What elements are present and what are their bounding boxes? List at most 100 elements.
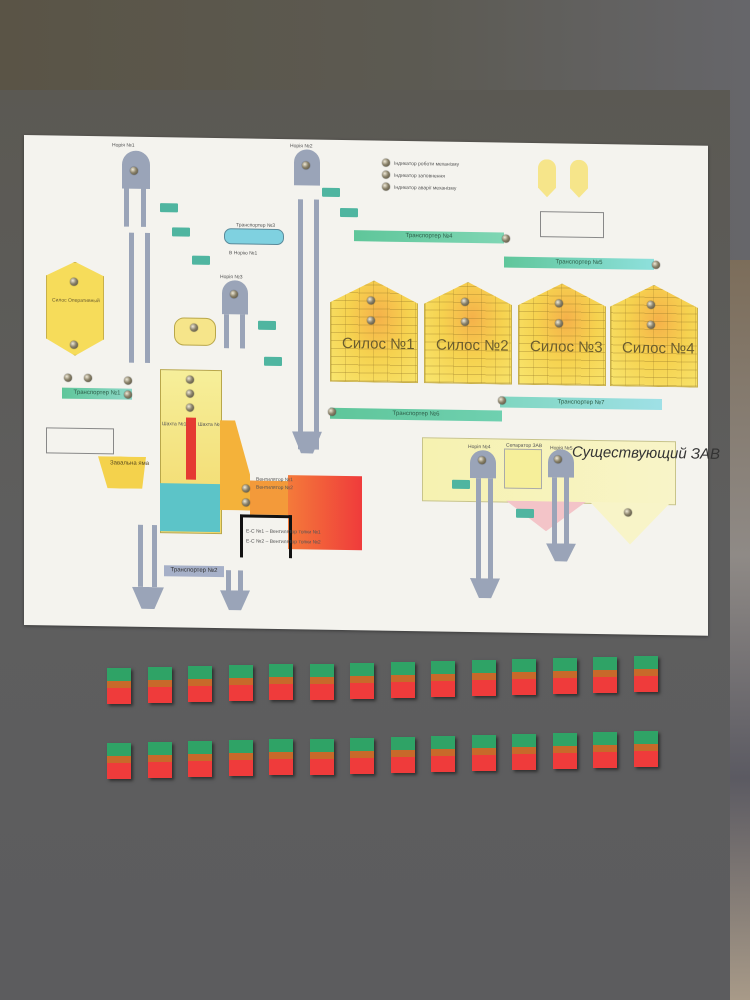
elevator-2-shaft [314,199,319,450]
indicator-block-r1-8[interactable] [390,661,415,698]
gate-lamp[interactable] [64,373,72,382]
silo-1-level-lamp[interactable] [367,316,375,325]
run-light [269,664,293,678]
conveyor-5-lamp[interactable] [652,260,660,269]
valve-3[interactable] [192,255,210,265]
elevator-boot [132,587,164,610]
fan-1-lamp[interactable] [242,484,250,493]
conveyor-1[interactable]: Транспортер №1 [62,387,132,400]
silo-4-level-lamp[interactable] [647,320,655,329]
dryer-level-lamp[interactable] [186,375,194,384]
dryer-level-lamp[interactable] [186,403,194,412]
fault-light [188,686,212,703]
indicator-block-r2-5[interactable] [269,739,293,776]
silo-1-lamp[interactable] [367,296,375,305]
conveyor-4[interactable]: Транспортер №4 [354,230,504,244]
warning-light [512,747,536,754]
dryer-level-lamp[interactable] [186,389,194,398]
conveyor-5[interactable]: Транспортер №5 [504,256,654,270]
separator-lamp[interactable] [190,323,198,332]
indicator-block-r2-4[interactable] [228,740,253,777]
warning-light [350,750,374,758]
run-light [309,738,334,752]
indicator-block-r1-9[interactable] [431,660,455,697]
indicator-block-r1-2[interactable] [147,667,172,704]
elevator-4-lamp[interactable] [478,456,486,465]
indicator-block-r1-14[interactable] [633,656,658,693]
run-light [593,657,617,671]
conveyor-1-lamp[interactable] [124,390,132,399]
run-light [593,732,617,746]
silo-3-level-lamp[interactable] [555,319,563,328]
fault-light [269,759,293,776]
valve-2[interactable] [172,227,190,237]
legend-lamp-run [382,158,390,167]
indicator-block-r2-1[interactable] [107,743,131,779]
indicator-block-r1-12[interactable] [552,658,577,695]
indicator-block-r2-3[interactable] [188,741,212,778]
valve-5[interactable] [264,356,282,367]
warning-light [350,675,374,683]
elevator-3-lamp[interactable] [230,290,238,299]
silo-3-lamp[interactable] [555,299,563,308]
mimic-diagram: Індикатор роботи механізму Індикатор зап… [24,135,720,636]
elevator-2-lamp[interactable] [302,161,310,170]
background-wall [728,260,750,1000]
fan-2-lamp[interactable] [242,498,250,507]
indicator-block-r2-13[interactable] [593,732,617,769]
silo-4-lamp[interactable] [647,300,655,309]
zav-valve[interactable] [516,508,534,519]
silo-3 [518,283,606,386]
run-light [471,659,496,673]
conveyor-6-lamp[interactable] [328,407,336,416]
elevator-1-lamp[interactable] [130,166,138,175]
gate-lamp[interactable] [124,376,132,385]
indicator-block-r2-6[interactable] [309,738,334,775]
conveyor-7-lamp[interactable] [498,396,506,405]
zav-hopper-lamp[interactable] [624,508,632,517]
indicator-block-r2-7[interactable] [350,737,374,774]
fault-light [269,684,293,701]
indicator-block-r1-7[interactable] [350,662,374,699]
indicator-block-r1-6[interactable] [309,663,334,700]
indicator-block-r1-4[interactable] [228,665,253,702]
indicator-block-r2-12[interactable] [552,733,577,770]
indicator-block-r1-10[interactable] [471,659,496,696]
valve-1[interactable] [160,203,178,213]
gate-lamp[interactable] [84,373,92,383]
indicator-block-r2-14[interactable] [633,731,658,768]
indicator-block-r1-13[interactable] [593,657,617,694]
indicator-block-r1-3[interactable] [188,666,212,703]
zav-valve[interactable] [452,479,470,490]
valve-7[interactable] [340,207,358,218]
elevator-1-shaft [145,232,150,363]
conveyor-6[interactable]: Транспортер №6 [330,407,502,422]
valve-4[interactable] [258,320,276,330]
valve-6[interactable] [322,187,340,197]
indicator-block-r2-9[interactable] [431,735,455,772]
elevator-bottom-shaft [152,525,157,588]
fan-frame [240,514,292,559]
silo-operational-bottom-lamp[interactable] [70,340,78,349]
conveyor-2[interactable]: Транспортер №2 [164,565,224,578]
conveyor-4-lamp[interactable] [502,234,510,243]
indicator-block-r1-5[interactable] [269,664,293,701]
fault-light [390,681,415,698]
silo-2-lamp[interactable] [461,297,469,306]
run-light [633,731,658,745]
fault-light [471,679,496,696]
indicator-block-r2-8[interactable] [390,736,415,773]
indicator-block-r1-1[interactable] [107,668,131,704]
elevator-2-boot [292,431,322,453]
conveyor-3[interactable] [224,228,284,246]
silo-2-level-lamp[interactable] [461,317,469,326]
indicator-block-r1-11[interactable] [512,659,536,695]
elevator-5-lamp[interactable] [554,455,562,464]
run-light [512,734,536,747]
silo-operational-top-lamp[interactable] [70,277,78,286]
indicator-block-r2-10[interactable] [471,734,496,771]
separator [174,317,216,347]
conveyor-7[interactable]: Транспортер №7 [500,396,662,411]
indicator-block-r2-11[interactable] [512,734,536,770]
indicator-block-r2-2[interactable] [147,742,172,779]
